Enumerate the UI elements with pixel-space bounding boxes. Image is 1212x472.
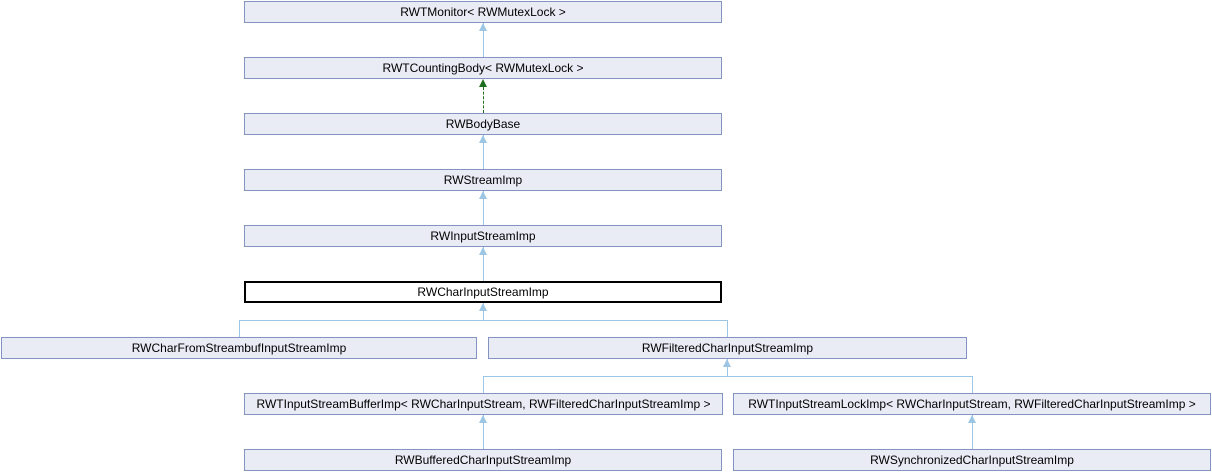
inheritance-edge-line-dashed-green xyxy=(483,87,484,113)
class-node-rwtmonitor[interactable]: RWTMonitor< RWMutexLock > xyxy=(244,1,722,23)
class-node-rwinputstreamimp[interactable]: RWInputStreamImp xyxy=(244,225,722,247)
inheritance-edge-line xyxy=(483,415,484,449)
inheritance-edge-hline xyxy=(239,320,728,321)
class-node-rwtcountingbody[interactable]: RWTCountingBody< RWMutexLock > xyxy=(244,57,722,79)
inheritance-edge-drop xyxy=(483,376,484,393)
class-node-rwfilteredcharinputstreamimp[interactable]: RWFilteredCharInputStreamImp xyxy=(488,337,967,359)
arrow-up-icon xyxy=(479,135,487,143)
inheritance-edge-stem xyxy=(483,303,484,321)
inheritance-edge-line xyxy=(483,247,484,281)
class-node-rwtinputstreamlockimp[interactable]: RWTInputStreamLockImp< RWCharInputStream… xyxy=(733,393,1211,415)
class-node-rwbufferedcharinputstreamimp[interactable]: RWBufferedCharInputStreamImp xyxy=(244,449,722,471)
inheritance-edge-drop xyxy=(239,320,240,337)
inheritance-edge-hline xyxy=(483,376,973,377)
inheritance-edge-line xyxy=(483,191,484,225)
class-node-rwstreamimp[interactable]: RWStreamImp xyxy=(244,169,722,191)
inheritance-edge-line xyxy=(483,23,484,57)
arrow-up-icon xyxy=(479,191,487,199)
inheritance-edge-line xyxy=(483,135,484,169)
class-node-rwsynchronizedcharinputstreamimp[interactable]: RWSynchronizedCharInputStreamImp xyxy=(733,449,1211,471)
arrow-up-icon xyxy=(479,247,487,255)
class-node-rwcharfromstreambufinputstreamimp[interactable]: RWCharFromStreambufInputStreamImp xyxy=(1,337,477,359)
arrow-up-icon xyxy=(968,415,976,423)
class-node-rwtinputstreambufferimp[interactable]: RWTInputStreamBufferImp< RWCharInputStre… xyxy=(244,393,723,415)
arrow-up-icon xyxy=(479,415,487,423)
inheritance-edge-line xyxy=(972,415,973,449)
inheritance-edge-drop xyxy=(727,320,728,337)
class-node-rwbodybase[interactable]: RWBodyBase xyxy=(244,113,722,135)
inheritance-edge-stem xyxy=(727,359,728,377)
class-node-rwcharinputstreamimp-current: RWCharInputStreamImp xyxy=(244,281,722,303)
arrow-up-icon xyxy=(723,359,731,367)
inheritance-edge-drop xyxy=(972,376,973,393)
arrow-up-icon xyxy=(479,23,487,31)
arrow-up-green-icon xyxy=(479,79,487,87)
arrow-up-icon xyxy=(479,303,487,311)
